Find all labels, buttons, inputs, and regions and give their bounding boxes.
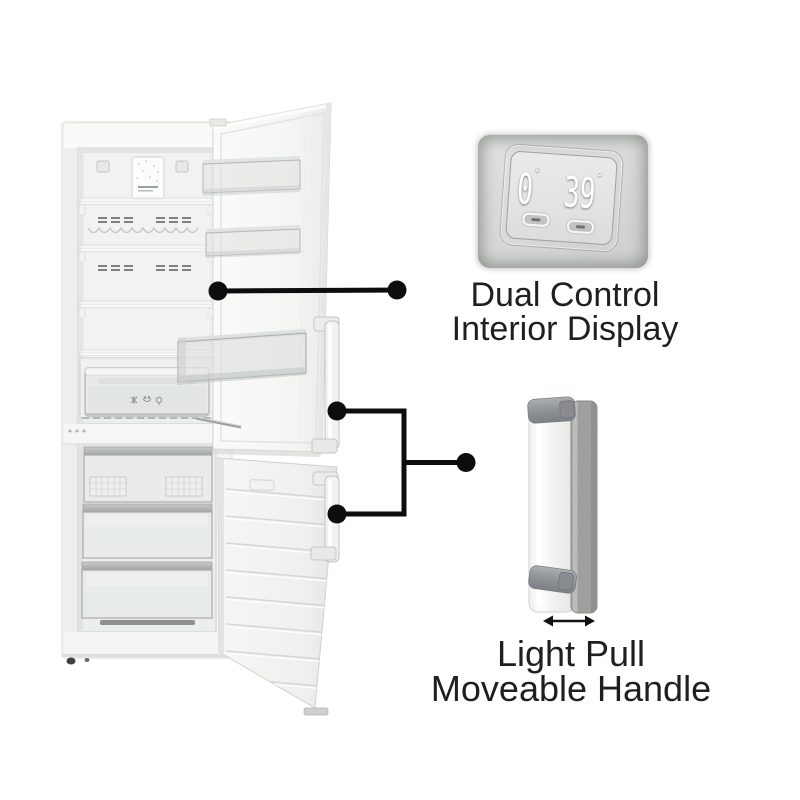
freezer-bottom-rail (100, 620, 195, 625)
fridge-temp-button (566, 219, 595, 235)
door-bin (202, 156, 301, 196)
label-line: Moveable Handle (430, 668, 712, 709)
ice-cube-tray (165, 476, 203, 497)
temperature-readouts: 0° 39° (508, 163, 616, 219)
freezer-interior (77, 443, 217, 633)
fridge-temp-readout: 39° (562, 167, 604, 219)
label-line: Dual Control (470, 276, 660, 314)
callout-dot (387, 280, 407, 300)
fridge-door-open (177, 102, 340, 457)
freezer-drawer (82, 503, 213, 559)
label-line: Interior Display (451, 310, 679, 348)
degree-symbol: ° (596, 168, 604, 189)
interior-brand-label (131, 156, 165, 200)
callout-dot (327, 504, 347, 524)
handle-callout-label: Light Pull Moveable Handle (411, 633, 731, 709)
degree-symbol: ° (533, 164, 541, 185)
callout-dot (208, 281, 228, 301)
door-bin (205, 225, 301, 258)
freezer-drawer (81, 561, 213, 619)
fridge-foot (84, 658, 90, 662)
label-line: Light Pull (496, 633, 646, 674)
move-arrow-icon (543, 615, 595, 627)
handle-closeup-image (527, 396, 598, 627)
callout-dot (456, 453, 476, 472)
door-hinge-top (209, 118, 227, 127)
shelf-vents (98, 217, 195, 223)
door-closer-rod (195, 416, 242, 429)
fridge-base (62, 632, 232, 665)
display-callout-image: 0° 39° (478, 135, 648, 268)
shelf-vents (98, 265, 195, 271)
callout-handle-connector (327, 401, 476, 524)
fridge-temp-value: 39 (562, 167, 598, 219)
ice-cube-tray (89, 476, 127, 497)
freezer-door-foot (303, 707, 329, 716)
back-vent (96, 160, 110, 173)
fridge-foot (66, 657, 76, 665)
temperature-display-screen: 0° 39° (505, 150, 618, 246)
freezer-temp-value: 0 (515, 163, 535, 214)
freezer-drawer (83, 446, 213, 503)
freezer-temp-readout: 0° (515, 163, 541, 214)
embossed-badge (249, 479, 275, 491)
display-callout-label: Dual Control Interior Display (405, 278, 725, 346)
crisper-icons (130, 396, 163, 405)
display-buttons (507, 212, 613, 235)
callout-dot (327, 401, 347, 421)
compartment-divider (62, 424, 232, 445)
door-bin-large (177, 329, 307, 385)
fridge-door-handle (311, 316, 340, 454)
freezer-door-open (217, 457, 340, 716)
bottle-rack-wire (87, 226, 199, 234)
back-vent (175, 160, 189, 173)
callout-display-connector (208, 280, 407, 301)
freezer-temp-button (521, 212, 550, 228)
handle-top-clip (527, 396, 576, 424)
handle-bottom-clip (528, 565, 577, 594)
